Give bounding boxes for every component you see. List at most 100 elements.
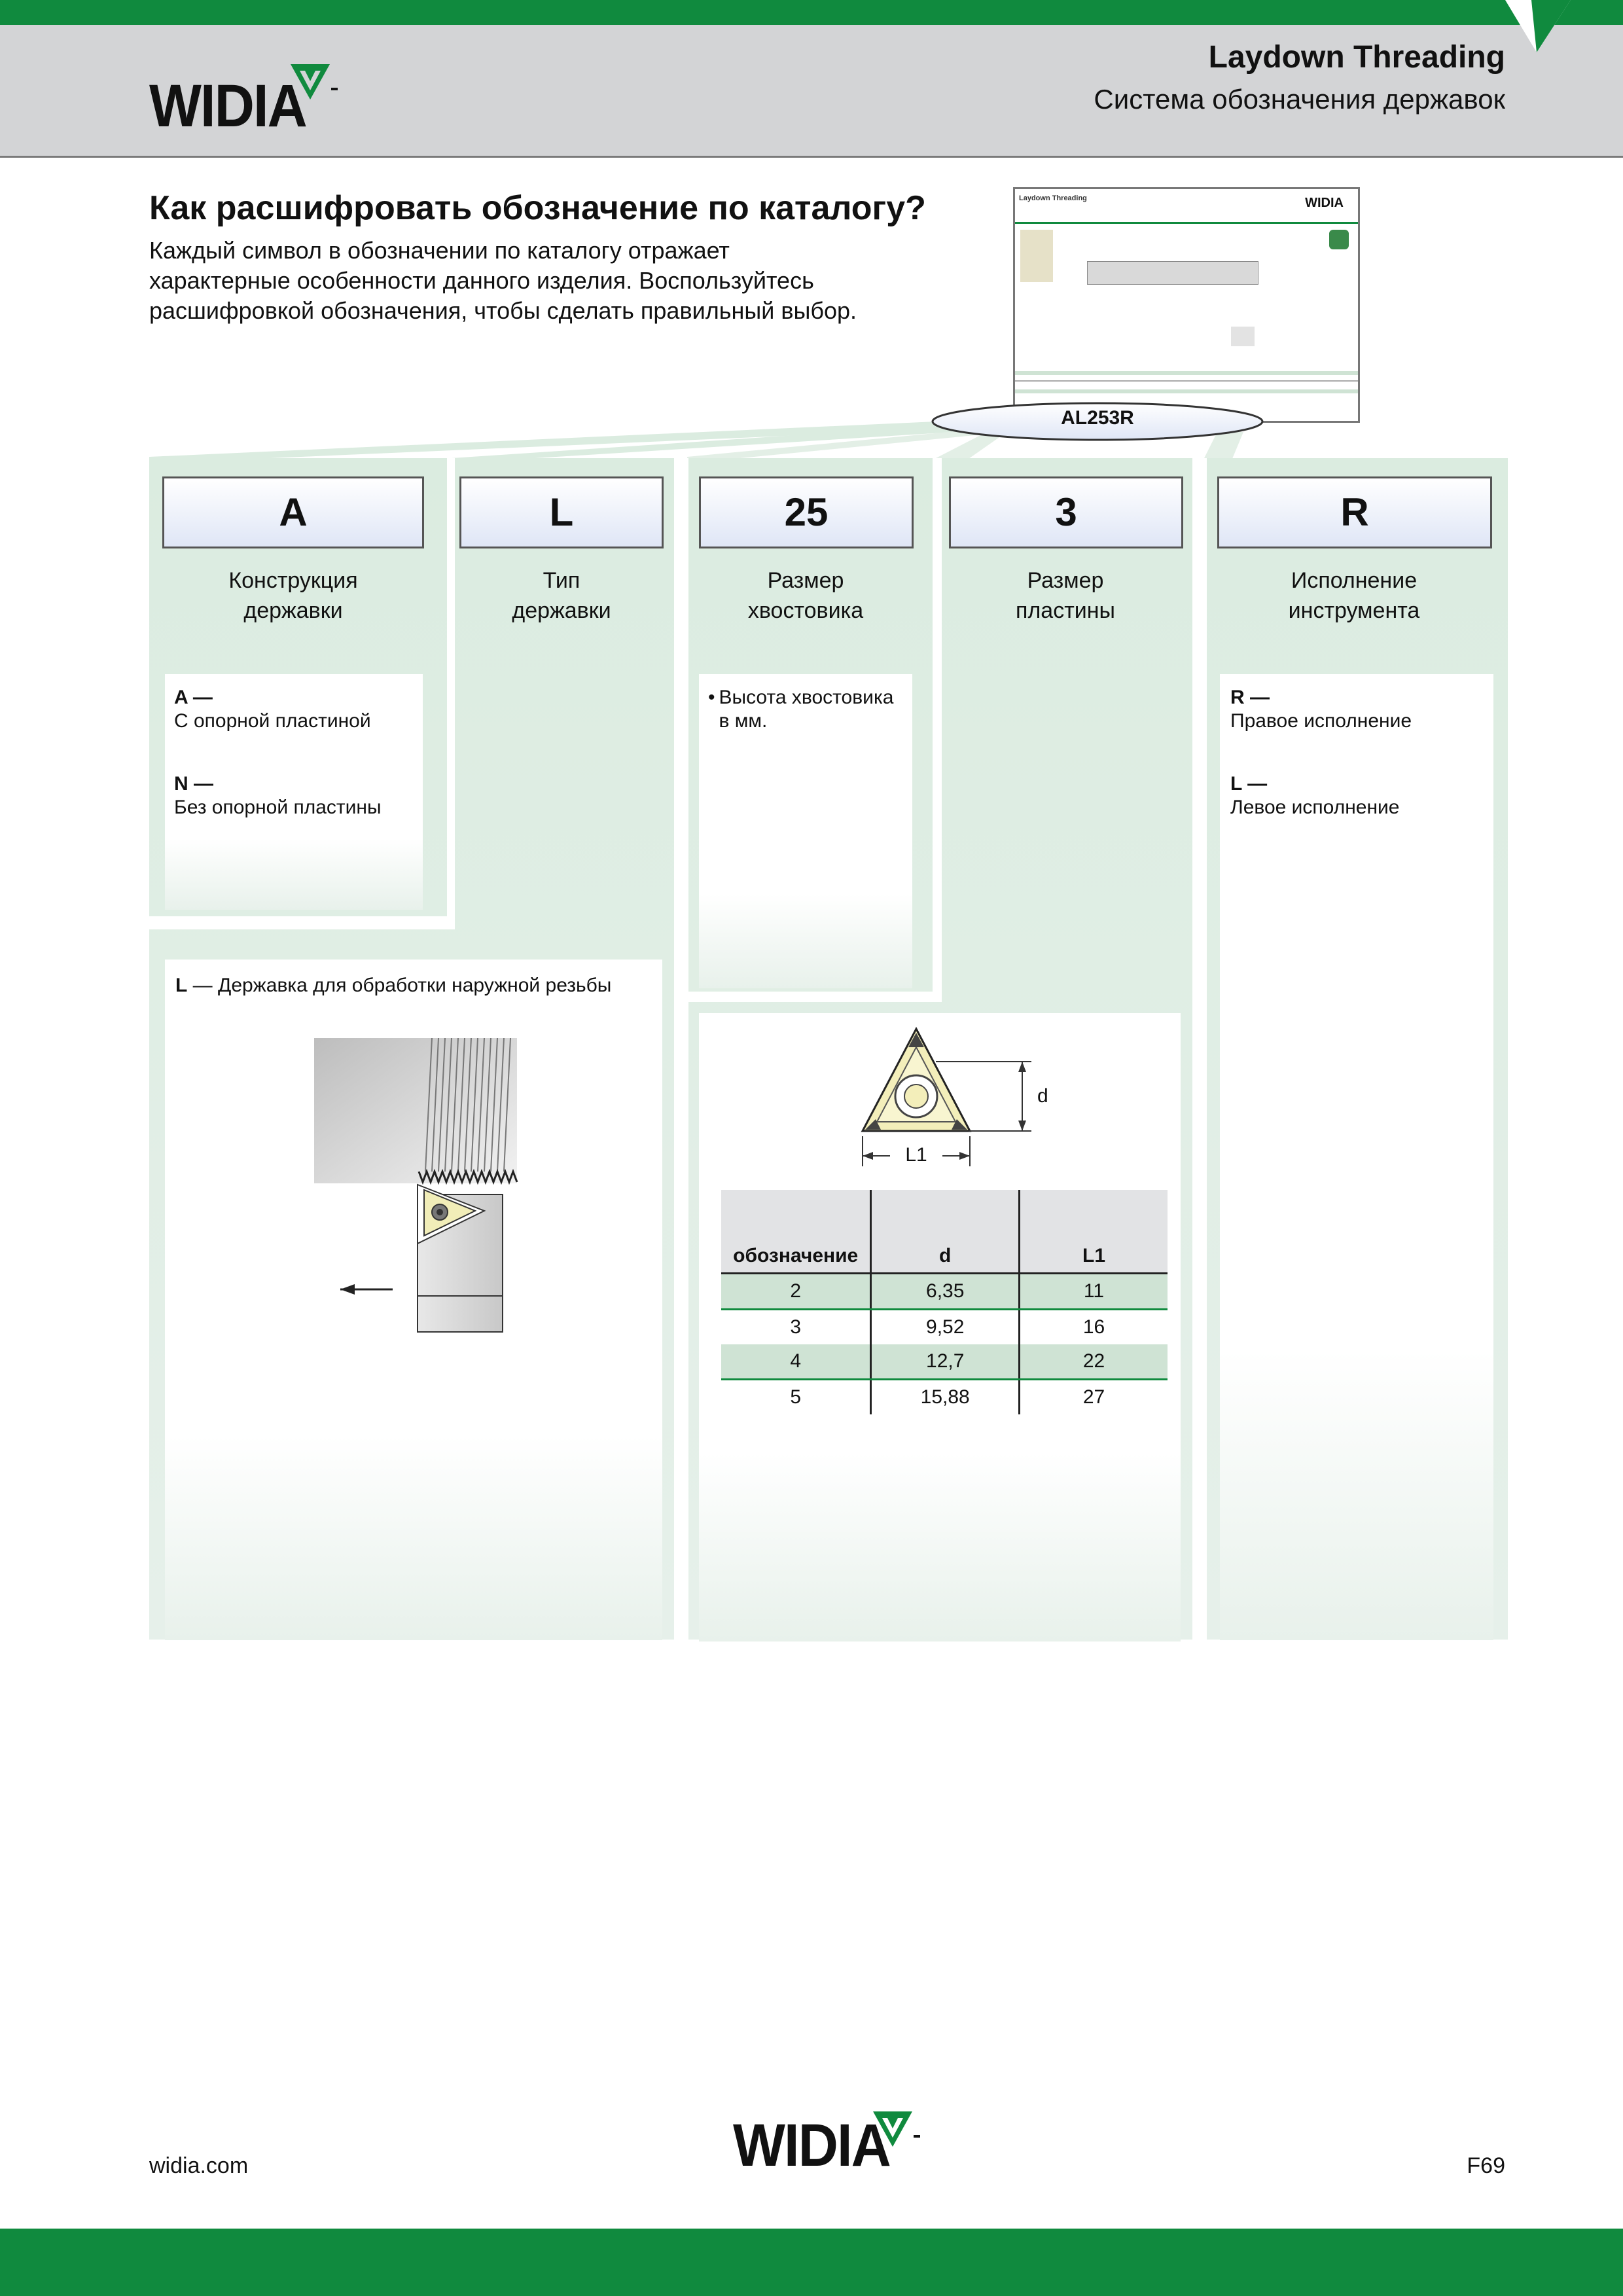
type-text: — Державка для обработки наружной резьбы (187, 975, 612, 996)
external-threading-illustration (314, 1037, 518, 1333)
table-cell: 11 (1018, 1273, 1168, 1310)
option-code: R — (1230, 687, 1270, 708)
intro-line: Каждый символ в обозначении по каталогу … (149, 237, 730, 264)
type-code: L (175, 975, 188, 996)
code-box-25: 25 (699, 476, 914, 548)
option-code: N — (174, 773, 213, 795)
label-line: Размер (1027, 568, 1104, 593)
table-cell: 4 (721, 1344, 871, 1380)
option-text: С опорной пластиной (174, 710, 371, 732)
label-line: Тип (543, 568, 580, 593)
thumbnail-table-row (1015, 389, 1358, 393)
bullet-text: Высота хвостовика (719, 687, 894, 708)
label-line: Размер (767, 568, 844, 593)
label-line: инструмента (1288, 598, 1420, 623)
label-line: Конструкция (228, 568, 358, 593)
logo-wordmark: WIDIA (733, 2112, 891, 2179)
dimension-d-label: d (1037, 1085, 1048, 1107)
connector-lines (149, 422, 1243, 463)
table-header-row: обозначение d L1 (721, 1190, 1168, 1274)
option-text: Левое исполнение (1230, 797, 1400, 818)
page-header (0, 25, 1623, 158)
option-text: Правое исполнение (1230, 710, 1412, 732)
thumbnail-rule (1015, 222, 1358, 224)
label-line: державки (243, 598, 343, 623)
table-cell: 16 (1018, 1309, 1168, 1344)
corner-tab-icon (1505, 0, 1571, 52)
label-line: Исполнение (1291, 568, 1418, 593)
table-cell: 27 (1018, 1379, 1168, 1414)
intro-text: Каждый символ в обозначении по каталогу … (149, 236, 1000, 326)
thumbnail-drawing (1087, 261, 1258, 285)
option-code: L — (1230, 773, 1268, 795)
thumbnail-icon (1329, 230, 1349, 249)
column-divider (447, 458, 455, 929)
designation-ellipse (931, 402, 1264, 441)
widia-triangle-icon (873, 2111, 920, 2147)
code-box-l: L (459, 476, 664, 548)
table-cell: 9,52 (870, 1309, 1020, 1344)
code-box-3: 3 (949, 476, 1183, 548)
option-code: A — (174, 687, 213, 708)
table-header: обозначение (721, 1190, 871, 1274)
insert-triangle-diagram (861, 1026, 1031, 1166)
thumbnail-title: Laydown Threading (1019, 194, 1087, 202)
thumbnail-logo: WIDIA (1305, 196, 1344, 210)
column-divider (688, 992, 942, 1002)
dimension-l1-label: L1 (905, 1144, 927, 1166)
column-divider (149, 916, 455, 929)
bottom-green-band (0, 2229, 1623, 2296)
bullet-icon: • (708, 687, 715, 708)
table-cell: 22 (1018, 1344, 1168, 1380)
thumbnail-image (1020, 230, 1053, 282)
insert-dimensions-table-wrapper: обозначение d L1 2 6,35 11 3 9,52 16 4 1… (721, 1190, 1168, 1414)
panel-holder-construction: A — С опорной пластиной N — Без опорной … (165, 674, 423, 910)
insert-dimensions-table: обозначение d L1 2 6,35 11 3 9,52 16 4 1… (721, 1190, 1168, 1414)
table-cell: 15,88 (870, 1379, 1020, 1414)
option-text: Без опорной пластины (174, 797, 382, 818)
thumbnail-table-row (1015, 371, 1358, 375)
panel-hand-of-tool: R — Правое исполнение L — Левое исполнен… (1220, 674, 1493, 1640)
column-25-label: Размер хвостовика (699, 565, 912, 626)
table-row: 4 12,7 22 (721, 1344, 1168, 1380)
column-divider (933, 458, 942, 1001)
label-line: державки (512, 598, 611, 623)
label-line: хвостовика (747, 598, 864, 623)
table-cell: 2 (721, 1273, 871, 1310)
top-green-band (0, 0, 1623, 25)
table-row: 2 6,35 11 (721, 1273, 1168, 1310)
panel-shank-size: • Высота хвостовика в мм. (699, 674, 912, 988)
thumbnail-table-line (1015, 380, 1358, 382)
intro-line: характерные особенности данного изделия.… (149, 267, 814, 294)
intro-line: расшифровкой обозначения, чтобы сделать … (149, 297, 857, 324)
column-r-label: Исполнение инструмента (1217, 565, 1491, 626)
footer-website[interactable]: widia.com (149, 2153, 249, 2178)
bullet-text: в мм. (719, 710, 768, 732)
column-a-label: Конструкция державки (162, 565, 424, 626)
header-subtitle: Система обозначения державок (1094, 84, 1505, 115)
page-heading: Как расшифровать обозначение по каталогу… (149, 189, 926, 227)
table-cell: 6,35 (870, 1273, 1020, 1310)
header-logo: WIDIA (149, 72, 320, 141)
designation-code: AL253R (1061, 407, 1134, 429)
column-divider (674, 458, 688, 1640)
table-cell: 5 (790, 1386, 802, 1408)
label-line: пластины (1016, 598, 1115, 623)
thumbnail-insert (1231, 327, 1255, 346)
table-row: 5 15,88 27 (721, 1379, 1168, 1414)
table-cell: 12,7 (870, 1344, 1020, 1380)
column-l-label: Тип державки (459, 565, 664, 626)
page-number: F69 (1467, 2153, 1505, 2178)
catalog-page-thumbnail: Laydown Threading WIDIA (1013, 187, 1360, 423)
code-box-r: R (1217, 476, 1492, 548)
column-divider (1192, 458, 1207, 1640)
code-box-a: A (162, 476, 424, 548)
header-title: Laydown Threading (1208, 40, 1505, 75)
column-3-label: Размер пластины (949, 565, 1182, 626)
logo-wordmark: WIDIA (149, 73, 308, 139)
footer-logo: WIDIA (733, 2111, 904, 2180)
table-header: L1 (1018, 1190, 1168, 1274)
table-row: 3 9,52 16 (721, 1309, 1168, 1344)
bullet-item: • Высота хвостовика в мм. (708, 686, 903, 733)
widia-triangle-icon (291, 64, 338, 99)
